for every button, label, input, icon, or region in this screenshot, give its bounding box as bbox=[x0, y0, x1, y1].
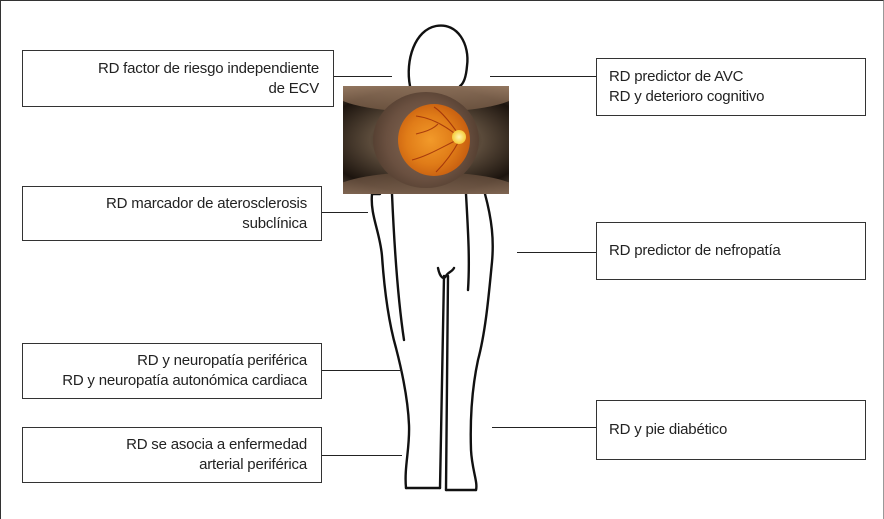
connector-neuropatia bbox=[322, 370, 402, 371]
label-aterosclerosis-line1: RD marcador de aterosclerosis bbox=[23, 194, 307, 214]
connector-factor-riesgo bbox=[334, 76, 392, 77]
optic-disc bbox=[452, 130, 466, 144]
label-factor-riesgo-line1: RD factor de riesgo independiente bbox=[23, 59, 319, 79]
label-enfermedad-arterial-line1: RD se asocia a enfermedad bbox=[23, 435, 307, 455]
connector-enfermedad-arterial bbox=[322, 455, 402, 456]
connector-pie bbox=[492, 427, 596, 428]
label-avc-line2: RD y deterioro cognitivo bbox=[609, 87, 865, 107]
label-nefropatia-line1: RD predictor de nefropatía bbox=[609, 241, 865, 261]
connector-avc bbox=[490, 76, 596, 77]
label-factor-riesgo: RD factor de riesgo independiente de ECV bbox=[22, 50, 334, 107]
label-factor-riesgo-line2: de ECV bbox=[23, 79, 319, 99]
label-enfermedad-arterial-line2: arterial periférica bbox=[23, 455, 307, 475]
label-enfermedad-arterial: RD se asocia a enfermedad arterial perif… bbox=[22, 427, 322, 483]
label-aterosclerosis-line2: subclínica bbox=[23, 214, 307, 234]
label-aterosclerosis: RD marcador de aterosclerosis subclínica bbox=[22, 186, 322, 241]
label-neuropatia: RD y neuropatía periférica RD y neuropat… bbox=[22, 343, 322, 399]
label-pie: RD y pie diabético bbox=[596, 400, 866, 460]
retina-eye-photo bbox=[343, 86, 509, 194]
label-neuropatia-line1: RD y neuropatía periférica bbox=[23, 351, 307, 371]
connector-aterosclerosis bbox=[322, 212, 368, 213]
label-avc: RD predictor de AVC RD y deterioro cogni… bbox=[596, 58, 866, 116]
label-neuropatia-line2: RD y neuropatía autonómica cardiaca bbox=[23, 371, 307, 391]
label-nefropatia: RD predictor de nefropatía bbox=[596, 222, 866, 280]
connector-nefropatia bbox=[517, 252, 596, 253]
label-avc-line1: RD predictor de AVC bbox=[609, 67, 865, 87]
label-pie-line1: RD y pie diabético bbox=[609, 420, 865, 440]
